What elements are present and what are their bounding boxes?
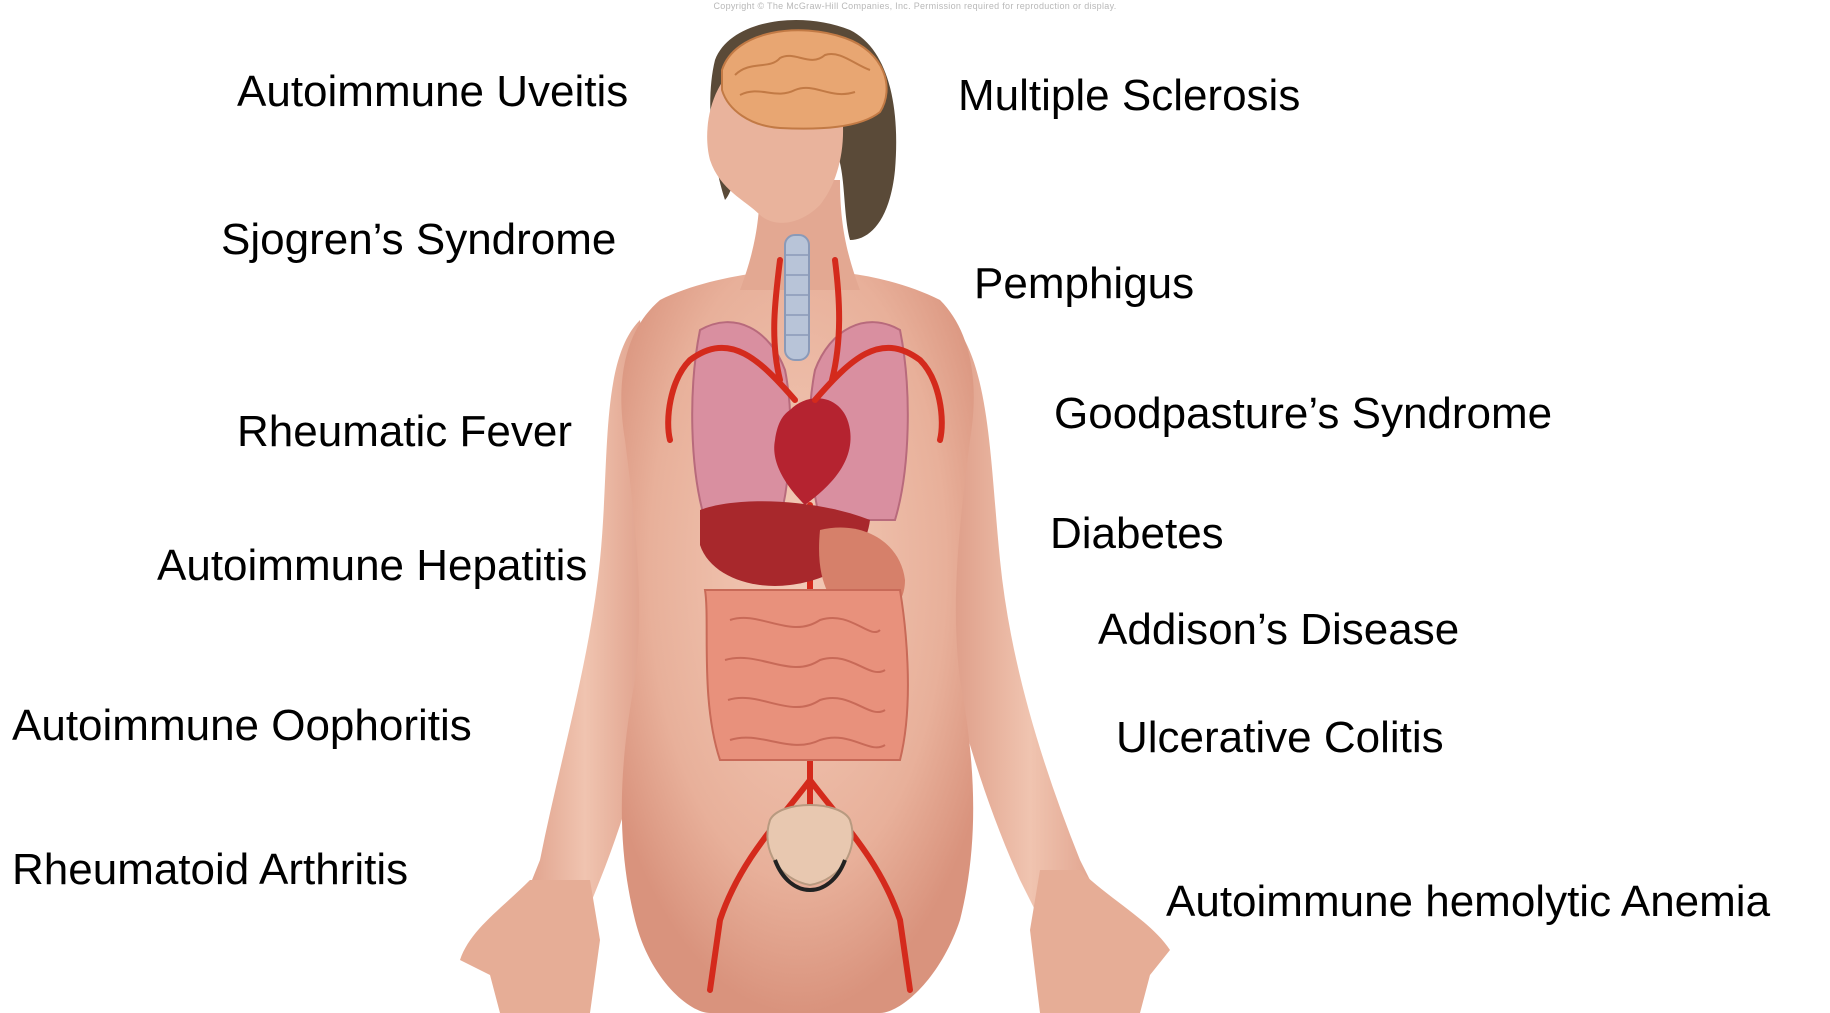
label-autoimmune-oophoritis: Autoimmune Oophoritis [12, 700, 472, 752]
intestines [705, 590, 908, 760]
trachea [785, 235, 809, 360]
label-sjogrens-syndrome: Sjogren’s Syndrome [221, 214, 616, 266]
label-rheumatic-fever: Rheumatic Fever [237, 406, 572, 458]
label-multiple-sclerosis: Multiple Sclerosis [958, 70, 1300, 122]
label-rheumatoid-arthritis: Rheumatoid Arthritis [12, 844, 408, 896]
label-autoimmune-hemolytic-anemia: Autoimmune hemolytic Anemia [1166, 876, 1770, 928]
label-autoimmune-uveitis: Autoimmune Uveitis [237, 66, 628, 118]
left-hand [460, 880, 600, 1013]
right-hand [1030, 870, 1170, 1013]
brain [722, 30, 887, 128]
label-pemphigus: Pemphigus [974, 258, 1194, 310]
label-addisons-disease: Addison’s Disease [1098, 604, 1459, 656]
label-diabetes: Diabetes [1050, 508, 1224, 560]
label-goodpastures-syndrome: Goodpasture’s Syndrome [1054, 388, 1552, 440]
label-autoimmune-hepatitis: Autoimmune Hepatitis [157, 540, 587, 592]
label-ulcerative-colitis: Ulcerative Colitis [1116, 712, 1444, 764]
